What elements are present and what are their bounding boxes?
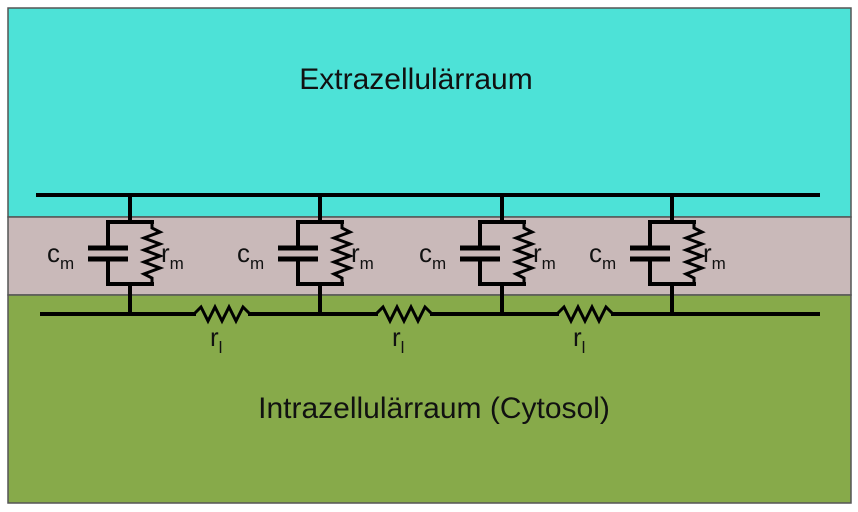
membrane-resistance-label-2: rm bbox=[351, 238, 374, 273]
extracellular-region bbox=[7, 7, 852, 218]
membrane-resistor-1 bbox=[139, 222, 165, 284]
extracellular-label: Extrazellulärraum bbox=[299, 63, 532, 96]
capacitance-label-1: cm bbox=[47, 238, 74, 273]
capacitance-label-3: cm bbox=[419, 238, 446, 273]
intracellular-region bbox=[7, 294, 852, 504]
longitudinal-resistor-1 bbox=[192, 303, 252, 325]
capacitance-label-4: cm bbox=[589, 238, 616, 273]
membrane-resistor-2 bbox=[329, 222, 355, 284]
membrane-resistance-label-1: rm bbox=[161, 238, 184, 273]
membrane-resistor-3 bbox=[511, 222, 537, 284]
longitudinal-resistance-label-2: rl bbox=[392, 322, 404, 357]
intracellular-label: Intrazellulärraum (Cytosol) bbox=[258, 392, 610, 425]
longitudinal-resistance-label-3: rl bbox=[573, 322, 585, 357]
longitudinal-resistance-label-1: rl bbox=[210, 322, 222, 357]
capacitance-label-2: cm bbox=[237, 238, 264, 273]
longitudinal-resistor-3 bbox=[555, 303, 615, 325]
membrane-resistor-4 bbox=[681, 222, 707, 284]
membrane-resistance-label-4: rm bbox=[703, 238, 726, 273]
membrane-resistance-label-3: rm bbox=[533, 238, 556, 273]
longitudinal-resistor-2 bbox=[374, 303, 434, 325]
